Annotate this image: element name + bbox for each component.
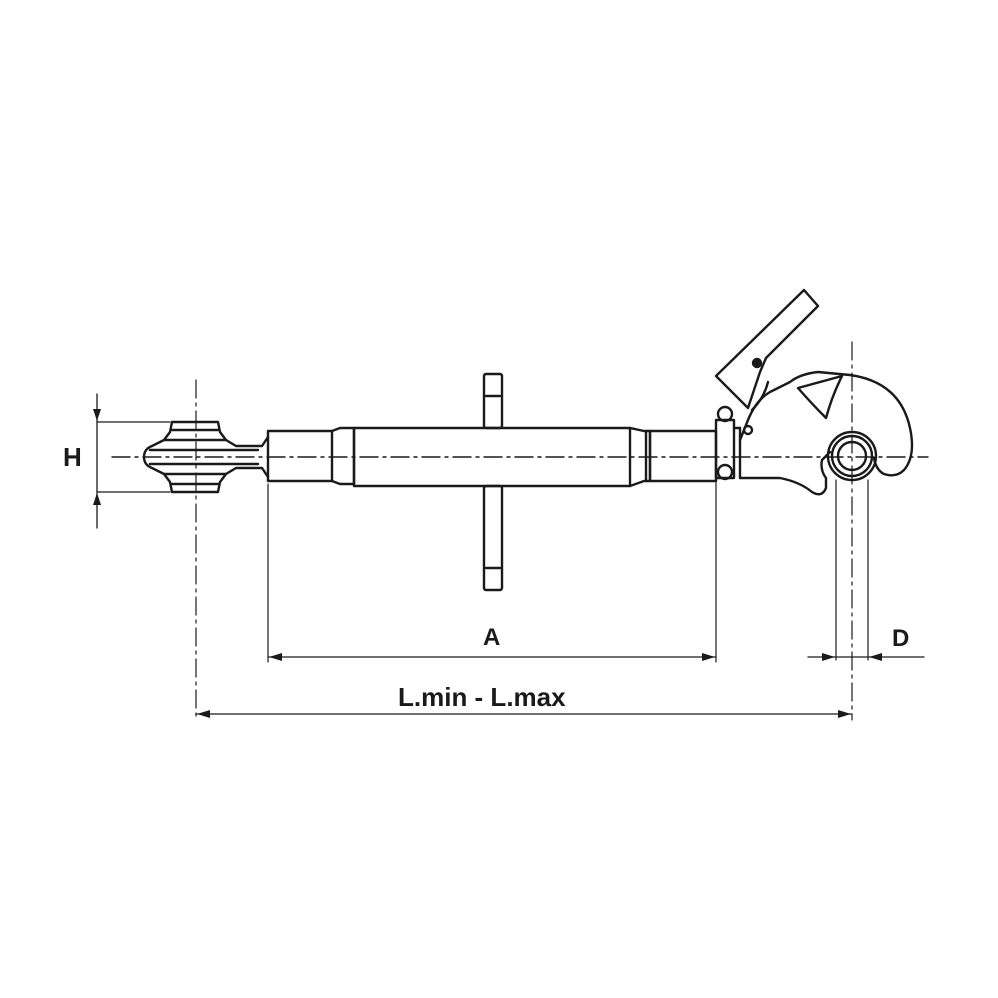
lock-pin bbox=[714, 405, 742, 481]
quick-release-hook bbox=[738, 370, 914, 496]
dimension-label-d: D bbox=[892, 625, 910, 652]
dimension-label-a: A bbox=[483, 624, 501, 651]
dimension-lines bbox=[96, 393, 925, 715]
ball-joint-end bbox=[142, 420, 270, 494]
extension-lines bbox=[97, 421, 869, 663]
arrowheads bbox=[93, 409, 882, 718]
dimension-label-length: L.min - L.max bbox=[398, 682, 566, 712]
release-lever bbox=[714, 288, 820, 410]
adjusting-handle bbox=[482, 372, 504, 592]
dimension-label-h: H bbox=[63, 442, 82, 472]
